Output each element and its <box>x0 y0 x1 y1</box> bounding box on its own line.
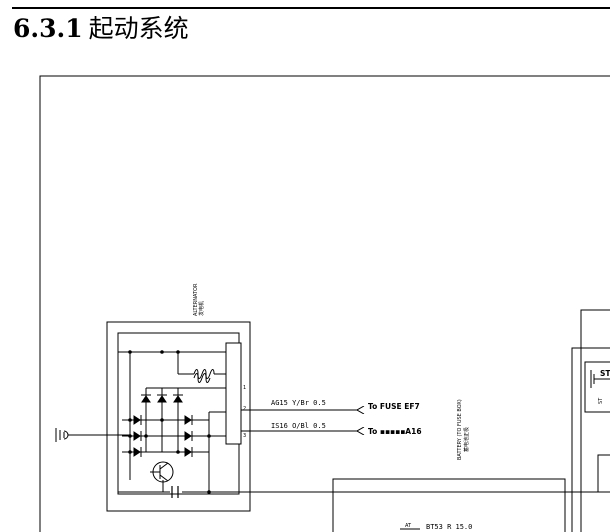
starter-box <box>332 478 566 532</box>
wire-is16-destination: To ▪▪▪▪▪A16 <box>368 427 422 436</box>
section-number: 6.3.1 <box>13 14 83 43</box>
right-tag: ST <box>600 369 610 378</box>
regulator-transistor <box>150 461 174 483</box>
wire-ag15-label: AG15 Y/Br 0.5 <box>271 399 326 407</box>
right-enclosure <box>571 309 610 532</box>
drawing-border <box>39 75 610 532</box>
svg-text:蓄电池正极: 蓄电池正极 <box>463 427 470 452</box>
ground-symbol <box>55 428 130 442</box>
right-ground-icon <box>590 370 610 388</box>
alternator-connector <box>225 342 242 445</box>
alternator-label: ALTERNATOR 发电机 <box>193 283 205 316</box>
svg-text:ST: ST <box>598 397 604 404</box>
bridge-diodes <box>133 415 193 457</box>
right-small-label: ST <box>598 397 604 404</box>
starter-tag: AT <box>405 523 412 529</box>
battery-side-label: BATTERY (TO FUSE BOX) 蓄电池正极 <box>457 399 470 460</box>
field-coil <box>193 369 215 383</box>
svg-text:BATTERY (TO FUSE BOX): BATTERY (TO FUSE BOX) <box>457 399 463 460</box>
starter-wire-label: BT53 R 15.0 <box>426 523 472 531</box>
section-title: 起动系统 <box>88 14 189 43</box>
wire-is16-label: IS16 O/Bl 0.5 <box>271 422 326 430</box>
svg-text:发电机: 发电机 <box>198 301 205 316</box>
wire-ag15-destination: To FUSE EF7 <box>368 402 420 411</box>
top-rule <box>12 7 610 9</box>
capacitor <box>171 486 179 498</box>
connector-pin-1: 1 <box>243 385 246 391</box>
svg-text:ALTERNATOR: ALTERNATOR <box>193 283 199 316</box>
connector-pin-3: 3 <box>243 433 246 439</box>
excitation-diodes <box>141 394 183 403</box>
connector-pin-2: 2 <box>243 406 246 412</box>
